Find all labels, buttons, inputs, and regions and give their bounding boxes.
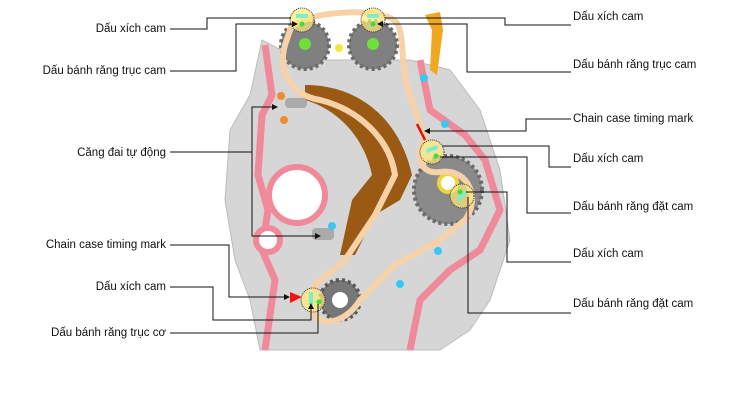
timing-chain — [280, 9, 475, 325]
label-auto-tensioner: Căng đai tự động — [77, 147, 166, 159]
case-timing-mark-arrow — [290, 292, 302, 303]
bolt-blue — [328, 222, 336, 230]
label-camshaft-gear-mark-right: Dấu bánh răng trục cam — [573, 59, 697, 71]
case-timing-mark-red — [415, 123, 427, 141]
leader-lines — [170, 17, 571, 334]
camshaft-bolt-right — [367, 38, 379, 50]
label-camshaft-gear-mark-left: Dấu bánh răng trục cam — [42, 65, 166, 77]
tensioner-guide — [305, 85, 412, 255]
label-cam-chain-mark-right-3: Dấu xích cam — [573, 248, 644, 260]
tensioner-body — [285, 98, 307, 108]
label-cam-chain-mark-left-top: Dấu xích cam — [95, 23, 166, 35]
idler-pin — [335, 44, 343, 52]
crank-hub — [332, 292, 348, 308]
gasket-outline — [254, 44, 504, 351]
label-cam-chain-mark-right-2: Dấu xích cam — [573, 153, 644, 165]
tensioner-plunger — [312, 228, 334, 240]
label-pump-gear-mark-2: Dấu bánh răng đặt cam — [573, 298, 694, 310]
gasket-port-small — [253, 225, 283, 255]
label-pump-gear-mark-1: Dấu bánh răng đặt cam — [573, 201, 694, 213]
label-chain-case-timing-mark-right: Chain case timing mark — [573, 113, 694, 125]
camshaft-bolt-left — [299, 38, 311, 50]
bolt-blue — [441, 120, 449, 128]
timing-mark-circles — [289, 7, 475, 313]
gasket-port — [266, 164, 328, 226]
label-chain-case-timing-mark-left: Chain case timing mark — [45, 239, 166, 251]
bolt-blue — [396, 280, 404, 288]
bolt-orange — [277, 92, 285, 100]
lifting-bracket — [425, 12, 443, 75]
label-cam-chain-mark-left-bottom: Dấu xích cam — [95, 281, 166, 293]
bolt-blue — [420, 74, 428, 82]
bolt-orange — [280, 116, 288, 124]
bolt-blue — [434, 247, 442, 255]
label-cam-chain-mark-right-1: Dấu xích cam — [573, 11, 644, 23]
label-crankshaft-gear-mark: Dấu bánh răng trục cơ — [51, 327, 166, 339]
